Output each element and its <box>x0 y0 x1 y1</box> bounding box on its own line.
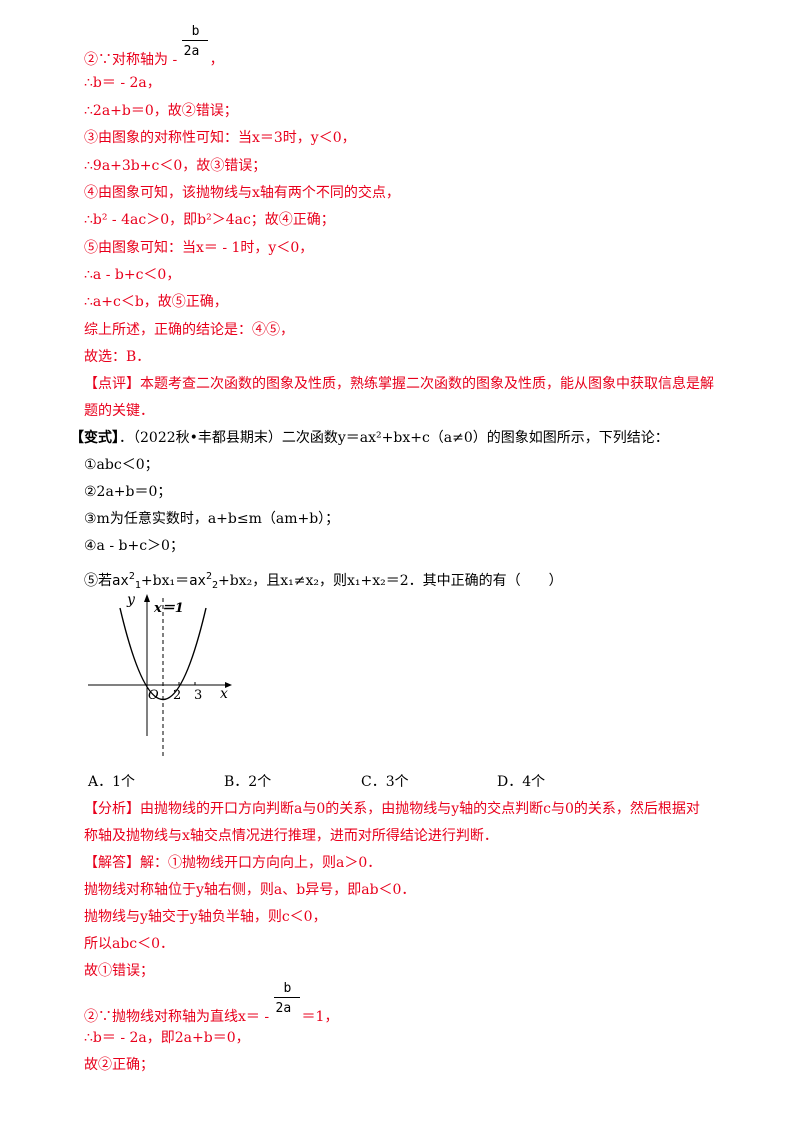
conclusion-5-text: +bx₂，且x₁≠x₂，则x₁+x₂＝2．其中正确的有（ ） <box>218 573 563 589</box>
conclusion-5-text: +bx₁＝ <box>140 573 190 589</box>
review-text: 本题考查二次函数的图象及性质，熟练掌握二次函数的图象及性质，能从图象中获取信息是… <box>140 376 714 392</box>
y-axis-arrow <box>144 594 150 602</box>
solution-line-5: ∴9a+3b+c＜0，故③错误； <box>84 158 267 174</box>
conclusion-5-text: ⑤若 <box>84 573 112 589</box>
fraction-denominator: 2a <box>275 1001 292 1016</box>
analysis-line-1: 【分析】由抛物线的开口方向判断a与0的关系，由抛物线与y轴的交点判断c与0的关系… <box>84 799 700 819</box>
solution-line-6: ④由图象可知，该抛物线与x轴有两个不同的交点， <box>84 185 400 201</box>
conclusion-1: ①abc＜0； <box>84 457 159 473</box>
solution-text: ②∵对称轴为 - <box>84 52 182 68</box>
parabola-graph: y x＝1 O 2 3 x <box>88 592 232 758</box>
tick-label-2: 2 <box>173 688 181 703</box>
option-a[interactable]: A．1个 <box>88 774 136 790</box>
term-sup: 2 <box>128 571 135 582</box>
term-text: ax <box>112 573 129 589</box>
term-sub: 2 <box>212 580 219 591</box>
fraction-bar <box>181 40 208 41</box>
answer-line-1: 【解答】解：①抛物线开口方向向上，则a＞0． <box>84 853 381 873</box>
conclusion-2: ②2a+b＝0； <box>84 484 172 500</box>
solution-line-7: ∴b² - 4ac＞0，即b²＞4ac；故④正确； <box>84 212 335 228</box>
review-line-1: 【点评】本题考查二次函数的图象及性质，熟练掌握二次函数的图象及性质，能从图象中获… <box>84 374 714 394</box>
x-label: x <box>220 686 228 702</box>
conclusion-3: ③m为任意实数时，a+b≤m（am+b）； <box>84 511 340 527</box>
fraction-numerator: b <box>283 981 292 996</box>
variant-tag: 【变式】 <box>70 430 119 446</box>
variant-intro: 【变式】．（2022秋•丰都县期末）二次函数y＝ax²+bx+c（a≠0）的图象… <box>70 428 669 448</box>
option-c[interactable]: C．3个 <box>361 774 409 790</box>
term-ax1-squared: ax21 <box>112 571 141 591</box>
analysis-tag: 【分析】 <box>84 801 140 817</box>
solution-line-1: ②∵对称轴为 - b 2a ， <box>84 24 224 70</box>
analysis-line-2: 称轴及抛物线与x轴交点情况进行推理，进而对所得结论进行判断． <box>84 828 498 844</box>
solution-line-4: ③由图象的对称性可知：当x＝3时，y＜0， <box>84 130 356 146</box>
solution-line-8: ⑤由图象可知：当x＝ - 1时，y＜0， <box>84 240 314 256</box>
answer-text: ②∵抛物线对称轴为直线x＝ - <box>84 1009 274 1025</box>
solution-line-12: 故选：B． <box>84 349 151 365</box>
option-b[interactable]: B．2个 <box>224 774 272 790</box>
solution-line-10: ∴a+c＜b，故⑤正确， <box>84 294 228 310</box>
solution-line-3: ∴2a+b＝0，故②错误； <box>84 103 238 119</box>
symmetry-axis-label: x＝1 <box>153 601 184 616</box>
tick-label-3: 3 <box>194 688 202 703</box>
term-ax2-squared: ax22 <box>189 571 219 591</box>
solution-line-2: ∴b＝ - 2a， <box>84 75 161 91</box>
conclusion-4: ④a - b+c＞0； <box>84 538 184 554</box>
answer-line-3: 抛物线与y轴交于y轴负半轴，则c＜0， <box>84 909 327 925</box>
answer-line-4: 所以abc＜0． <box>84 936 175 952</box>
fraction-denominator: 2a <box>183 44 200 59</box>
origin-label: O <box>148 688 159 703</box>
solution-line-11: 综上所述，正确的结论是：④⑤， <box>84 322 294 338</box>
review-line-2: 题的关键． <box>84 403 154 419</box>
answer-tag: 【解答】 <box>84 855 140 871</box>
analysis-text: 由抛物线的开口方向判断a与0的关系，由抛物线与y轴的交点判断c与0的关系，然后根… <box>140 801 700 817</box>
term-text: ax <box>189 573 206 589</box>
answer-line-7: ∴b＝ - 2a，即2a+b＝0， <box>84 1030 250 1046</box>
y-label: y <box>126 592 136 608</box>
term-sub: 1 <box>134 580 141 591</box>
parabola-curve <box>119 607 207 700</box>
solution-text: ， <box>209 52 224 68</box>
option-d[interactable]: D．4个 <box>497 774 546 790</box>
fraction-numerator: b <box>191 24 200 39</box>
answer-text: 解：①抛物线开口方向向上，则a＞0． <box>140 855 382 871</box>
term-sup: 2 <box>205 571 213 582</box>
answer-line-6: ②∵抛物线对称轴为直线x＝ - b 2a ＝1， <box>84 981 339 1027</box>
solution-line-9: ∴a - b+c＜0， <box>84 267 181 283</box>
variant-intro-text: ．（2022秋•丰都县期末）二次函数y＝ax²+bx+c（a≠0）的图象如图所示… <box>119 430 669 446</box>
fraction-bar <box>273 997 300 998</box>
x-axis-arrow <box>225 682 232 688</box>
answer-line-5: 故①错误； <box>84 963 154 979</box>
conclusion-5: ⑤若ax21+bx₁＝ax22+bx₂，且x₁≠x₂，则x₁+x₂＝2．其中正确… <box>84 567 563 596</box>
fraction-b-over-2a: b 2a <box>273 981 302 1021</box>
answer-text: ＝1， <box>301 1009 339 1025</box>
answer-line-2: 抛物线对称轴位于y轴右侧，则a、b异号，即ab＜0． <box>84 882 416 898</box>
review-tag: 【点评】 <box>84 376 140 392</box>
answer-line-8: 故②正确； <box>84 1057 154 1073</box>
fraction-b-over-2a: b 2a <box>181 24 210 64</box>
